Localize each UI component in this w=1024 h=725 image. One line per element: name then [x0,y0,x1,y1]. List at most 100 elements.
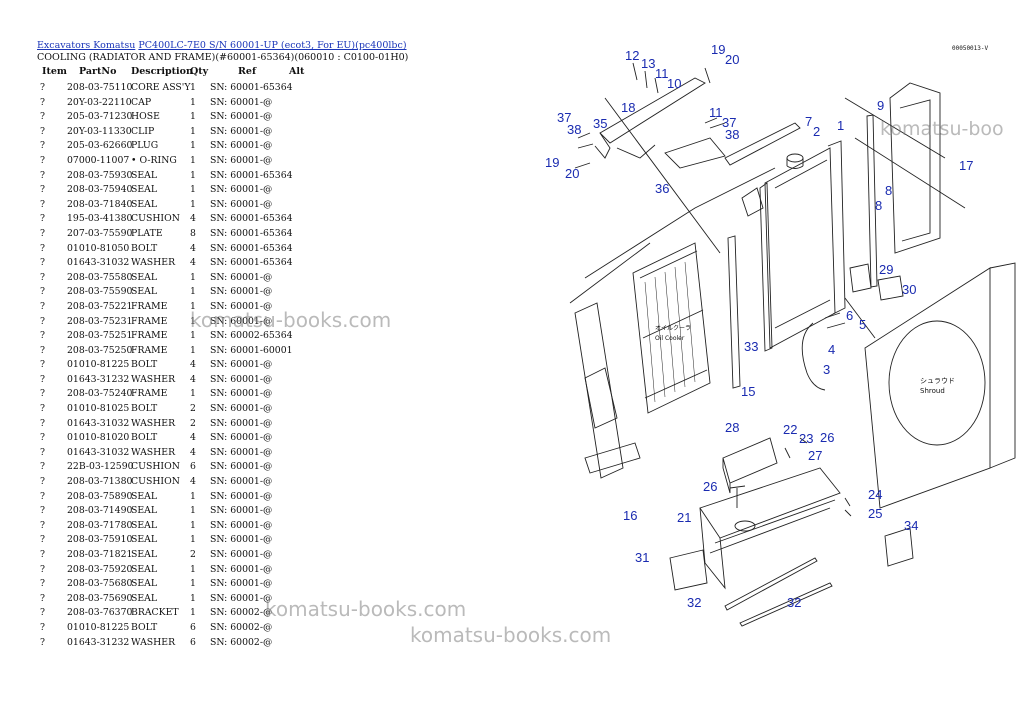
cell-partno: 208-03-71821 [67,549,133,560]
cell-ref: SN: 60001-@ [210,111,273,123]
cell-partno: 205-03-71230 [67,111,133,123]
callout-number: 6 [846,308,853,323]
cell-description: • O-RING [131,154,177,166]
cell-description: BOLT [131,242,158,254]
cell-ref: SN: 60001-@ [210,271,273,283]
cell-qty: 1 [190,154,196,166]
cell-partno: 207-03-75590 [67,227,133,239]
cell-description: FRAME [131,315,168,327]
callout-number: 17 [959,158,973,173]
cell-qty: 1 [190,96,196,108]
cell-item: ? [40,563,45,575]
cell-item: ? [40,300,45,312]
cell-ref: SN: 60001-@ [210,286,273,298]
cell-description: SEAL [131,563,158,575]
callout-number: 8 [875,198,882,213]
cell-partno: 208-03-75251 [67,330,133,342]
cell-ref: SN: 60001-65364 [210,213,293,225]
cell-qty: 1 [190,344,196,356]
callout-number: 1 [837,118,844,133]
cell-qty: 1 [190,271,196,283]
cell-partno: 01643-31032 [67,417,130,429]
cell-item: ? [40,388,45,400]
cell-description: FRAME [131,344,168,356]
callout-number: 3 [823,362,830,377]
cell-description: FRAME [131,388,168,400]
cell-partno: 208-03-71380 [67,476,133,488]
cell-description: BOLT [131,432,158,444]
cell-partno: 208-03-75580 [67,271,133,283]
cell-ref: SN: 60001-@ [210,373,273,385]
cell-description: FRAME [131,300,168,312]
cell-description: SEAL [131,271,158,283]
diagram-svg: 00050013-V オイルクーラ Oil Cooler シュラウド Shrou… [545,42,1016,627]
callout-number: 9 [877,98,884,113]
callout-number: 33 [744,339,758,354]
callout-number: 24 [868,487,882,502]
cell-item: ? [40,621,45,633]
callout-number: 2 [813,124,820,139]
cell-item: ? [40,461,45,473]
cell-ref: SN: 60001-@ [210,592,273,604]
cell-description: CORE ASS'Y [131,82,191,93]
cell-item: ? [40,549,45,560]
cell-ref: SN: 60001-@ [210,125,273,137]
cell-qty: 6 [190,621,196,633]
cell-description: HOSE [131,111,160,123]
callout-number: 37 [557,110,571,125]
cell-description: CLIP [131,125,155,137]
callout-number: 26 [703,479,717,494]
cell-partno: 195-03-41380 [67,213,133,225]
cell-item: ? [40,198,45,210]
shroud-label-en: Shroud [920,387,945,395]
cell-description: WASHER [131,636,176,648]
cell-partno: 205-03-62660 [67,140,133,152]
cell-qty: 4 [190,213,196,225]
cell-qty: 4 [190,476,196,488]
cell-partno: 22B-03-12590 [67,461,134,473]
cell-ref: SN: 60001-@ [210,403,273,415]
cell-ref: SN: 60001-@ [210,505,273,517]
cell-ref: SN: 60001-@ [210,476,273,488]
cell-description: BRACKET [131,607,179,619]
callout-number: 15 [741,384,755,399]
cell-item: ? [40,242,45,254]
callout-number: 34 [904,518,918,533]
cell-item: ? [40,82,45,93]
callout-number: 38 [567,122,581,137]
callout-number: 22 [783,422,797,437]
cell-partno: 07000-11007 [67,154,130,166]
cell-qty: 4 [190,359,196,371]
breadcrumb-link-model[interactable]: PC400LC-7E0 S/N 60001-UP (ecot3, For EU)… [138,40,407,51]
callout-number: 27 [808,448,822,463]
cell-description: SEAL [131,169,158,181]
callout-number: 13 [641,56,655,71]
cell-item: ? [40,417,45,429]
cell-qty: 1 [190,184,196,196]
cell-item: ? [40,184,45,196]
breadcrumb-link-excavators[interactable]: Excavators Komatsu [37,40,136,51]
cell-item: ? [40,403,45,415]
cell-partno: 01643-31032 [67,257,130,269]
callout-number: 21 [677,510,691,525]
cell-ref: SN: 60002-@ [210,636,273,648]
cell-qty: 2 [190,417,196,429]
cell-item: ? [40,315,45,327]
header-description: Description [131,66,193,77]
cell-ref: SN: 60001-@ [210,300,273,312]
cell-ref: SN: 60001-65364 [210,242,293,254]
